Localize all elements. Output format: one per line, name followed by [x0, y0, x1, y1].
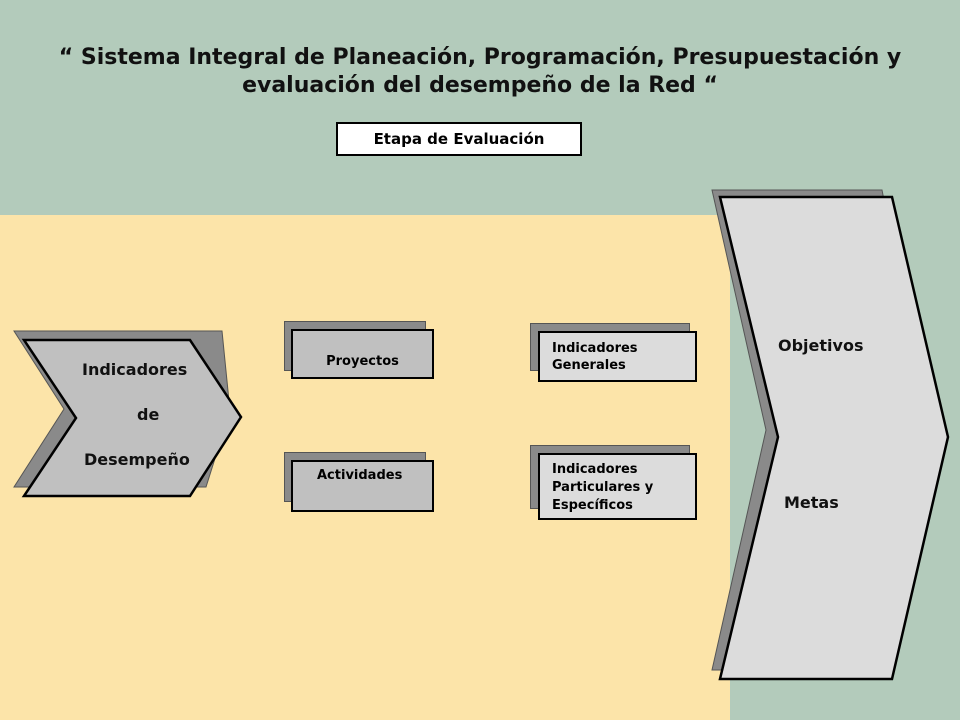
proyectos-box: Proyectos [291, 329, 434, 379]
indicadores-generales-box: Indicadores Generales [538, 331, 697, 382]
background-top [0, 0, 960, 215]
indicadores-particulares-line-1: Indicadores [552, 462, 638, 477]
indicadores-generales-line-1: Indicadores [552, 341, 638, 356]
indicadores-particulares-line-3: Específicos [552, 498, 633, 513]
actividades-label: Actividades [317, 468, 403, 483]
chevron-left-label-2: de [137, 405, 160, 424]
actividades-box: Actividades [291, 460, 434, 512]
title-line-2: evaluación del desempeño de la Red “ [242, 73, 718, 98]
stage-label-box: Etapa de Evaluación [336, 122, 582, 156]
indicadores-generales-line-2: Generales [552, 358, 626, 373]
chevron-left-label-3: Desempeño [84, 450, 190, 469]
metas-label: Metas [784, 493, 839, 512]
stage-label: Etapa de Evaluación [373, 130, 545, 148]
chevron-left-label-1: Indicadores [82, 360, 188, 379]
indicadores-particulares-box: Indicadores Particulares y Específicos [538, 453, 697, 520]
proyectos-label: Proyectos [326, 353, 399, 369]
objetivos-label: Objetivos [778, 336, 864, 355]
title-line-1: “ Sistema Integral de Planeación, Progra… [58, 45, 902, 70]
chevron-left-shape [21, 338, 243, 498]
chevron-right-shape [718, 195, 950, 681]
indicadores-particulares-line-2: Particulares y [552, 480, 654, 495]
page-title: “ Sistema Integral de Planeación, Progra… [40, 44, 920, 100]
